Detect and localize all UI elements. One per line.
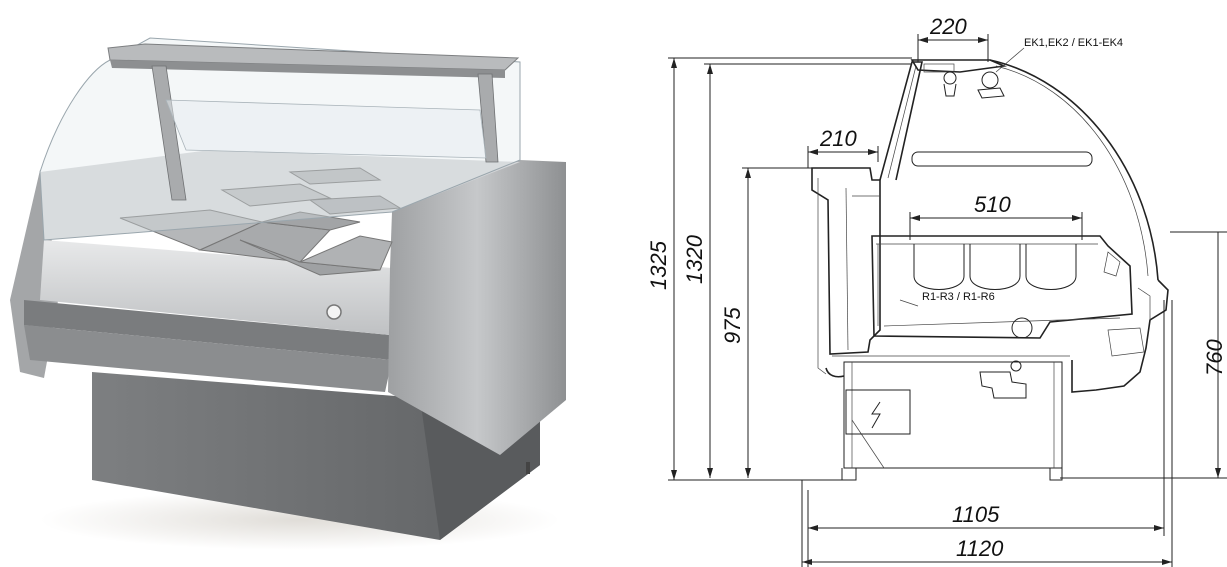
dim-top-width: 220	[929, 14, 967, 39]
label-trays: R1-R3 / R1-R6	[922, 291, 995, 303]
dim-glass-height: 1320	[682, 234, 707, 284]
dim-shelf-depth: 210	[819, 126, 857, 151]
dimension-values: 220 210 510 1325 1320 975 760 1105 1120	[646, 14, 1227, 561]
dim-front-height: 760	[1202, 339, 1227, 376]
side-view-drawing: 220 210 510 1325 1320 975 760 1105 1120 …	[646, 14, 1227, 567]
label-lamps: EK1,EK2 / EK1-EK4	[1024, 37, 1123, 49]
display-counter-render	[10, 37, 566, 550]
cabinet-outline	[811, 59, 1169, 481]
vertical-dimension-lines	[668, 57, 1227, 481]
gn-pans	[119, 167, 402, 276]
gn-pans-section	[913, 244, 1077, 290]
dim-counter-height: 975	[720, 307, 745, 344]
dim-depth-outer: 1120	[956, 536, 1004, 561]
lamp-fixtures	[943, 71, 1005, 99]
horizontal-dimension-lines	[801, 34, 1173, 567]
dim-tray-width: 510	[974, 192, 1011, 217]
dim-depth-inner: 1105	[952, 502, 1000, 527]
component-labels: EK1,EK2 / EK1-EK4 R1-R3 / R1-R6	[922, 37, 1123, 303]
dim-overall-height: 1325	[646, 240, 671, 290]
